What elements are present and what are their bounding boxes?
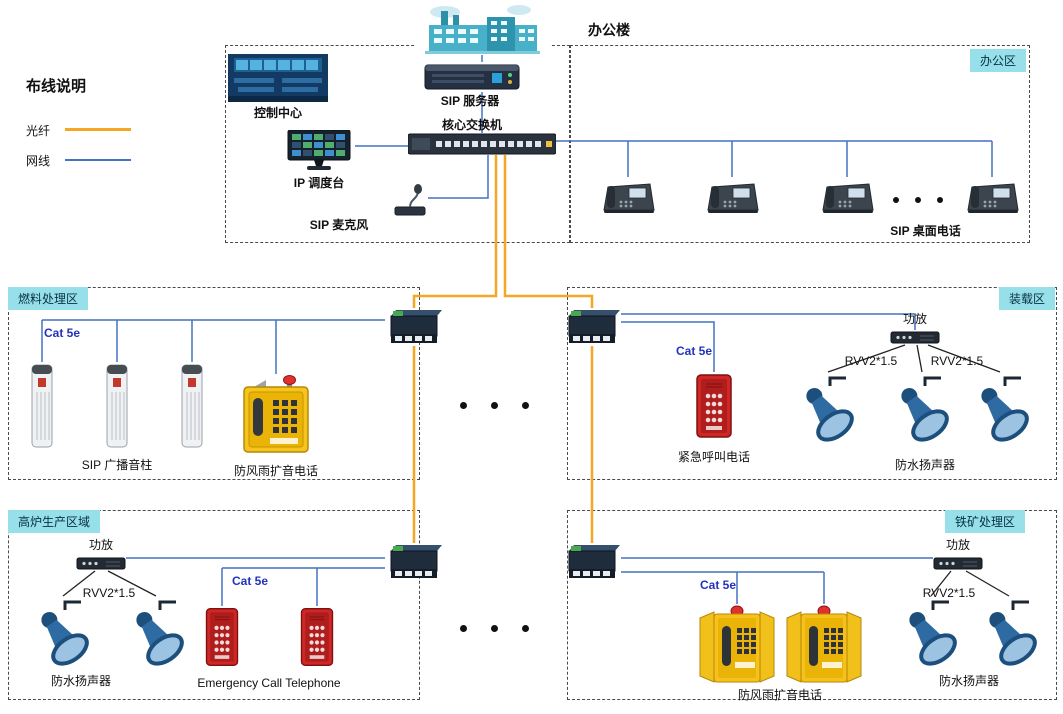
sip-broadcast-column <box>178 362 206 450</box>
office-area-tag: 办公区 <box>970 49 1027 72</box>
ip-dispatch-console-label: IP 调度台 <box>293 176 345 190</box>
speaker-wire-lines <box>62 344 1010 597</box>
legend-network-label: 网线 <box>26 154 51 168</box>
ore-industrial-switch <box>563 543 621 581</box>
loading-amp-label: 功放 <box>902 312 927 326</box>
furnace-speaker-label: 防水扬声器 <box>50 674 111 688</box>
core-switch-device <box>408 133 556 155</box>
sip-server-device <box>424 62 520 92</box>
fuel-industrial-switch <box>385 308 443 346</box>
ip-dispatch-console-device <box>283 130 355 172</box>
emergency-call-phone-red <box>694 372 734 440</box>
furnace-cat5e-label: Cat 5e <box>232 574 269 588</box>
fiber-lines <box>412 155 594 543</box>
control-center-label: 控制中心 <box>253 106 302 120</box>
building-label: 办公楼 <box>588 22 630 38</box>
ore-region-box <box>567 510 1057 700</box>
ore-cat5e-label: Cat 5e <box>700 578 737 592</box>
network-cable-lines <box>41 55 993 606</box>
loading-region-box <box>567 287 1057 480</box>
furnace-rvv-label: RVV2*1.5 <box>82 586 136 600</box>
weatherproof-phone-label: 防风雨扩音电话 <box>233 464 318 478</box>
horn-speaker <box>901 596 959 672</box>
broadcast-column-label: SIP 广播音柱 <box>81 458 153 472</box>
control-center-region-box <box>225 45 570 243</box>
sip-desk-phone <box>962 177 1022 217</box>
ellipsis-more-devices <box>460 402 553 409</box>
legend-title: 布线说明 <box>26 78 87 95</box>
furnace-area-tag: 高炉生产区域 <box>8 510 101 533</box>
weatherproof-phone-yellow <box>240 374 312 456</box>
sip-server-label: SIP 服务器 <box>440 94 500 108</box>
emergency-call-phone-red <box>203 606 241 668</box>
emergency-call-phone-red <box>298 606 336 668</box>
sip-microphone-label: SIP 麦克风 <box>309 218 369 232</box>
emergency-call-phone-label: 紧急呼叫电话 <box>677 450 750 464</box>
ellipsis-more-devices <box>893 197 959 203</box>
fuel-area-tag: 燃料处理区 <box>8 287 89 310</box>
sip-microphone-device <box>392 183 428 217</box>
loading-amplifier <box>890 330 940 345</box>
furnace-region-box <box>8 510 420 700</box>
weatherproof-phone-yellow-open <box>697 604 777 686</box>
ore-area-tag: 铁矿处理区 <box>945 510 1026 533</box>
fuel-cat5e-label: Cat 5e <box>44 326 81 340</box>
loading-industrial-switch <box>563 308 621 346</box>
horn-speaker <box>128 596 186 672</box>
fuel-region-box <box>8 287 420 480</box>
horn-speaker <box>981 596 1039 672</box>
control-center-photo <box>228 54 328 102</box>
ellipsis-more-devices <box>460 625 553 632</box>
loading-rvv-label: RVV2*1.5 <box>930 354 984 368</box>
ore-phone-label: 防风雨扩音电话 <box>737 688 822 702</box>
loading-area-tag: 装载区 <box>999 287 1056 310</box>
ore-rvv-label: RVV2*1.5 <box>922 586 976 600</box>
office-building-illustration <box>415 3 550 55</box>
core-switch-label: 核心交换机 <box>441 118 502 132</box>
horn-speaker <box>973 372 1031 448</box>
office-region-box <box>570 45 1030 243</box>
legend-network-line-swatch <box>65 159 131 161</box>
sip-broadcast-column <box>28 362 56 450</box>
sip-desk-phone <box>598 177 658 217</box>
furnace-industrial-switch <box>385 543 443 581</box>
ore-amplifier <box>933 556 983 571</box>
horn-speaker <box>798 372 856 448</box>
sip-desk-phone <box>817 177 877 217</box>
ore-speaker-label: 防水扬声器 <box>938 674 999 688</box>
desk-phone-label: SIP 桌面电话 <box>890 224 961 238</box>
loading-cat5e-label: Cat 5e <box>676 344 713 358</box>
furnace-emergency-label: Emergency Call Telephone <box>197 676 341 690</box>
legend-fiber-line-swatch <box>65 128 131 131</box>
furnace-amplifier <box>76 556 126 571</box>
loading-speaker-label: 防水扬声器 <box>894 458 955 472</box>
loading-rvv-label: RVV2*1.5 <box>844 354 898 368</box>
horn-speaker <box>33 596 91 672</box>
ore-amp-label: 功放 <box>945 538 970 552</box>
weatherproof-phone-yellow-open <box>784 604 864 686</box>
horn-speaker <box>893 372 951 448</box>
furnace-amp-label: 功放 <box>88 538 113 552</box>
sip-desk-phone <box>702 177 762 217</box>
legend-fiber-label: 光纤 <box>26 124 51 138</box>
sip-broadcast-column <box>103 362 131 450</box>
